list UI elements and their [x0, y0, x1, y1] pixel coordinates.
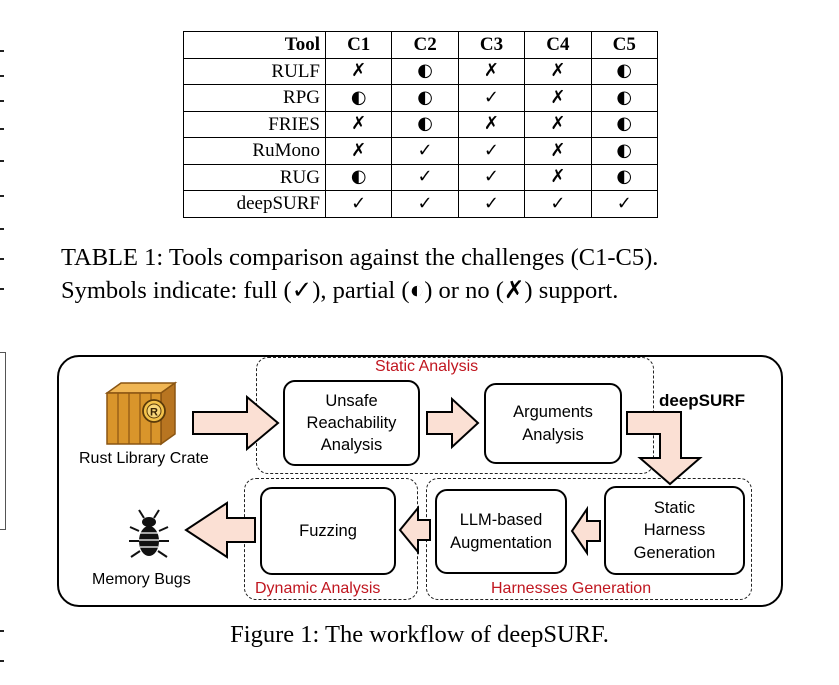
dynamic-analysis-label: Dynamic Analysis: [253, 580, 383, 597]
support-cell: ✗: [457, 110, 526, 138]
rust-crate-icon: R: [104, 381, 178, 446]
crate-letter: R: [150, 407, 158, 419]
unsafe-reachability-node: Unsafe Reachability Analysis: [283, 380, 420, 466]
tool-name: deepSURF: [183, 190, 326, 218]
margin-mark: [0, 100, 4, 102]
support-cell: ✗: [324, 137, 393, 165]
tool-name: RuMono: [183, 137, 326, 165]
flow-arrow-fuzzing-to-bugs: [184, 501, 256, 559]
support-cell: ◐: [590, 84, 659, 112]
tool-name: RPG: [183, 84, 326, 112]
table-row: RUG ◐ ✓ ✓ ✗ ◐: [183, 163, 659, 191]
margin-mark: [0, 50, 4, 52]
margin-mark: [0, 195, 4, 197]
support-cell: ✓: [457, 137, 526, 165]
node-line: LLM-based: [459, 511, 543, 530]
table-caption-line-1: TABLE 1: Tools comparison against the ch…: [61, 244, 659, 271]
flow-arrow-static-harness-to-llm: [570, 505, 601, 557]
support-cell: ✗: [524, 137, 592, 165]
arguments-analysis-node: Arguments Analysis: [484, 383, 622, 464]
node-line: Harness: [643, 521, 706, 540]
node-line: Analysis: [522, 425, 584, 444]
margin-mark: [0, 128, 4, 130]
flow-arrow-llm-to-fuzzing: [398, 505, 431, 555]
support-cell: ◐: [590, 163, 659, 191]
support-cell: ◐: [590, 110, 659, 138]
flow-arrow-arguments-to-static-harness: [626, 411, 703, 486]
node-line: Fuzzing: [299, 521, 357, 540]
harnesses-generation-label: Harnesses Generation: [489, 580, 654, 597]
flow-arrow-unsafe-to-arguments: [426, 396, 480, 450]
cropped-neighbor-box: [0, 352, 6, 530]
margin-mark: [0, 75, 4, 77]
margin-mark: [0, 228, 4, 230]
support-cell: ✓: [391, 190, 459, 218]
llm-augmentation-node: LLM-based Augmentation: [435, 489, 567, 574]
support-cell: ✗: [524, 110, 592, 138]
fuzzing-node: Fuzzing: [260, 487, 396, 575]
table-row: RULF ✗ ◐ ✗ ✗ ◐: [183, 57, 659, 85]
table-caption-line-2: Symbols indicate: full (✓), partial (◐) …: [61, 277, 619, 304]
bug-icon: [129, 509, 169, 558]
flow-arrow-crate-to-unsafe: [192, 394, 280, 452]
margin-mark: [0, 160, 4, 162]
support-cell: ◐: [391, 84, 459, 112]
node-line: Static: [653, 499, 696, 518]
support-cell: ✓: [391, 137, 459, 165]
node-line: Reachability: [306, 413, 397, 432]
memory-bugs-label: Memory Bugs: [92, 571, 191, 588]
margin-mark: [0, 258, 4, 260]
support-cell: ◐: [590, 137, 659, 165]
support-cell: ✓: [391, 163, 459, 191]
tool-name: RUG: [183, 163, 326, 191]
support-cell: ✗: [524, 163, 592, 191]
table-row: deepSURF ✓ ✓ ✓ ✓ ✓: [183, 190, 659, 218]
support-cell: ✓: [457, 163, 526, 191]
table-row: RuMono ✗ ✓ ✓ ✗ ◐: [183, 137, 659, 165]
header-c5: C5: [590, 31, 659, 59]
table-row: FRIES ✗ ◐ ✗ ✗ ◐: [183, 110, 659, 138]
node-line: Arguments: [513, 403, 593, 422]
node-line: Generation: [633, 543, 716, 562]
support-cell: ◐: [590, 57, 659, 85]
support-cell: ◐: [391, 110, 459, 138]
tools-comparison-table: Tool C1 C2 C3 C4 C5 RULF ✗ ◐ ✗ ✗ ◐ RPG ◐…: [183, 31, 659, 218]
tool-name: FRIES: [183, 110, 326, 138]
margin-mark: [0, 630, 4, 632]
node-line: Analysis: [320, 436, 383, 455]
static-analysis-label: Static Analysis: [373, 358, 481, 375]
node-line: Unsafe: [325, 391, 378, 410]
header-c3: C3: [457, 31, 526, 59]
node-line: Augmentation: [450, 533, 552, 552]
support-cell: ✓: [590, 190, 659, 218]
table-header-row: Tool C1 C2 C3 C4 C5: [183, 31, 659, 59]
figure-title: deepSURF: [659, 391, 745, 410]
support-cell: ◐: [324, 163, 393, 191]
rust-library-crate-label: Rust Library Crate: [79, 450, 209, 467]
tool-name: RULF: [183, 57, 326, 85]
margin-mark: [0, 288, 4, 290]
figure-caption: Figure 1: The workflow of deepSURF.: [230, 621, 609, 648]
support-cell: ✓: [457, 190, 526, 218]
static-harness-generation-node: Static Harness Generation: [604, 486, 745, 575]
workflow-figure-frame: [57, 355, 783, 607]
support-cell: ✓: [524, 190, 592, 218]
margin-mark: [0, 660, 4, 662]
support-cell: ✗: [524, 84, 592, 112]
